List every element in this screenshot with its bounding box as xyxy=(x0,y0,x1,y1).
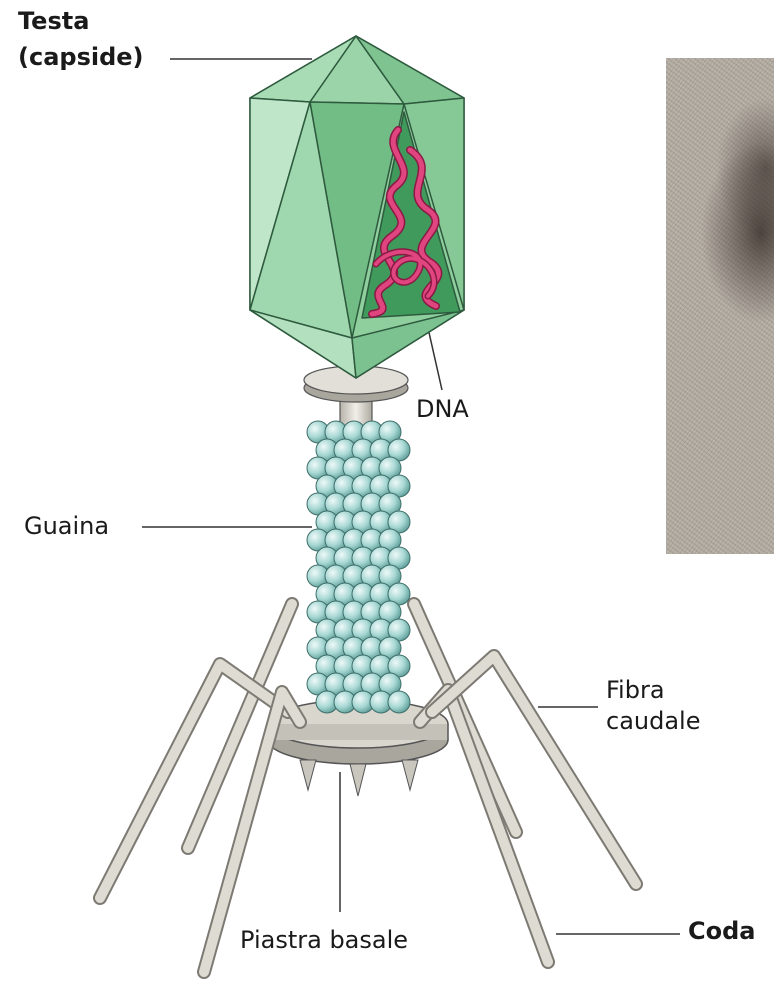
label-tail: Coda xyxy=(688,917,755,946)
label-tail-fiber-line2: caudale xyxy=(606,707,701,736)
label-tail-fiber-line1: Fibra xyxy=(606,676,665,705)
label-base-plate: Piastra basale xyxy=(240,926,408,955)
label-head-line2: (capside) xyxy=(18,43,144,72)
micrograph-texture xyxy=(666,58,774,554)
label-dna: DNA xyxy=(416,395,469,424)
tail-sheath xyxy=(307,421,410,713)
label-sheath: Guaina xyxy=(24,512,109,541)
sheath-bead xyxy=(388,691,410,713)
label-head-line1: Testa xyxy=(18,7,89,36)
capsid-head xyxy=(250,36,464,378)
